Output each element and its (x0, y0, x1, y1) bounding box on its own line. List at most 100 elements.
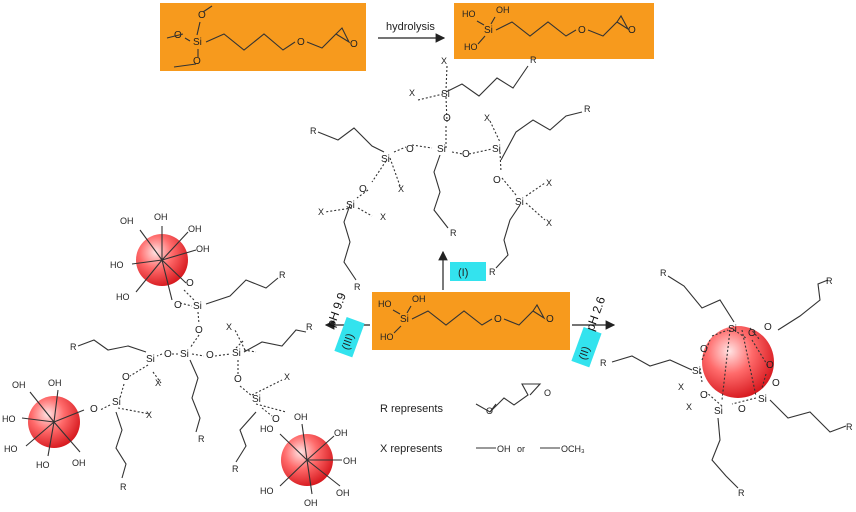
ho-label: HO (464, 42, 478, 52)
si-label: Si (193, 37, 202, 48)
ho-label: HO (36, 460, 50, 470)
o-label: O (193, 56, 201, 67)
o-label: O (748, 328, 756, 339)
center-box (372, 292, 570, 350)
o-label: O (493, 175, 501, 186)
si-label: Si (346, 200, 355, 211)
ho-label: HO (380, 332, 394, 342)
hydrolysis-label: hydrolysis (386, 21, 435, 33)
oh-label: OH (72, 458, 86, 468)
si-label: Si (441, 89, 450, 100)
legend-r-label: R represents (380, 403, 443, 415)
precursor-box (160, 3, 366, 71)
r-label: R (530, 55, 537, 65)
silica-particle (702, 326, 774, 398)
cage-alkyl (611, 275, 847, 489)
si-label: Si (714, 406, 723, 417)
si-label: Si (400, 314, 409, 325)
r-label: R (600, 358, 607, 368)
oh-label: OH (188, 224, 202, 234)
surface-oh-bonds (21, 226, 342, 495)
x-label: X (678, 382, 684, 392)
o-label: O (772, 378, 780, 389)
o-label: O (700, 344, 708, 355)
si-label: Si (232, 348, 241, 359)
x-label: X (441, 56, 447, 66)
si-label: Si (758, 394, 767, 405)
ho-label: HO (4, 444, 18, 454)
step-i-label: (I) (458, 267, 468, 279)
x-label: X (546, 178, 552, 188)
o-label: O (628, 25, 636, 36)
r-label: R (846, 422, 853, 432)
o-label: O (700, 390, 708, 401)
r-label: R (310, 126, 317, 136)
r-label: R (279, 270, 286, 280)
si-label: Si (492, 144, 501, 155)
precursor-bonds (166, 5, 351, 68)
o-label: O (186, 278, 194, 289)
step-ii-label: (II) (577, 345, 593, 362)
r-label: R (738, 488, 745, 498)
x-label: X (409, 88, 415, 98)
si-label: Si (484, 25, 493, 36)
x-label: X (686, 402, 692, 412)
ho-label: HO (462, 9, 476, 19)
si-label: Si (437, 144, 446, 155)
silane-precursor: Si O O O O O (160, 3, 366, 71)
o-label: O (738, 404, 746, 415)
si-label: Si (515, 197, 524, 208)
o-label: O (174, 300, 182, 311)
oh-label: OH (334, 428, 348, 438)
o-label: O (122, 372, 130, 383)
hydrolyzed-silane: Si HO OH HO O O (454, 3, 654, 59)
o-label: O (578, 25, 586, 36)
oligomer-bonds (317, 65, 583, 281)
o-label: O (462, 149, 470, 160)
hydrolyzed-box (454, 3, 654, 59)
o-label: O (443, 113, 451, 124)
oh-label: OH (120, 216, 134, 226)
oligomer-siloxane (324, 65, 546, 221)
oh-label: OH (496, 5, 510, 15)
r-label: R (306, 322, 313, 332)
r-label: R (584, 104, 591, 114)
grafted-network: OH OH OH OH HO HO OH OH HO HO HO OH HO O… (2, 212, 357, 508)
r-label: R (826, 276, 833, 286)
step-ii-tag (571, 327, 602, 368)
x-label: X (318, 207, 324, 217)
ph-low-label: pH 2.6 (583, 294, 608, 332)
o-label: O (297, 37, 305, 48)
r-label: R (354, 282, 361, 292)
r-label: R (450, 228, 457, 238)
x-label: X (284, 372, 290, 382)
si-label: Si (692, 366, 701, 377)
o-label: O (764, 322, 772, 333)
r-label: R (120, 482, 127, 492)
step-i-tag (450, 262, 486, 281)
ho-label: HO (110, 260, 124, 270)
x-label: X (226, 322, 232, 332)
o-label: O (544, 388, 551, 398)
ho-label: HO (116, 292, 130, 302)
oh-label: OH (336, 488, 350, 498)
o-label: O (406, 144, 414, 155)
o-label: O (90, 404, 98, 415)
o-label: O (546, 314, 554, 325)
si-label: Si (381, 154, 390, 165)
network-alkyl (77, 277, 307, 479)
o-label: O (234, 374, 242, 385)
si-label: Si (180, 349, 189, 360)
o-label: O (494, 314, 502, 325)
x-label: X (398, 184, 404, 194)
step-iii-tag (334, 317, 365, 358)
o-label: O (164, 349, 172, 360)
cage-bonds (699, 327, 769, 407)
oh-label: OH (48, 378, 62, 388)
oh-label: OH (304, 498, 318, 508)
legend-or: or (517, 444, 525, 454)
legend-oh: OH (497, 444, 511, 454)
oh-label: OH (412, 294, 426, 304)
o-label: O (272, 414, 280, 425)
